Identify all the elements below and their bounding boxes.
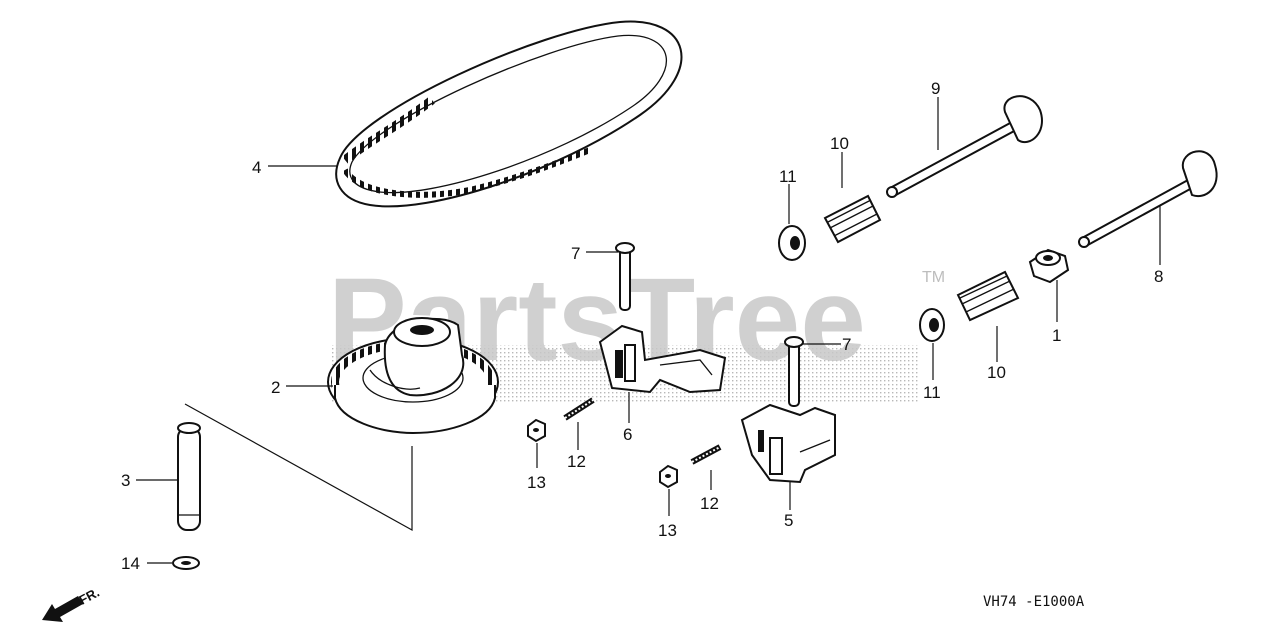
watermark-trademark: TM — [922, 269, 945, 286]
rocker-arm-part-5 — [740, 403, 836, 484]
callout-12-right: 12 — [700, 494, 719, 513]
callout-12-left: 12 — [567, 452, 586, 471]
callout-11-top: 11 — [779, 167, 797, 186]
callout-11-bottom: 11 — [923, 383, 941, 402]
timing-belt-part — [335, 20, 683, 208]
spring-retainer-part-b — [919, 308, 945, 342]
callout-7-top: 7 — [571, 244, 580, 263]
callout-2: 2 — [271, 378, 280, 397]
lock-nut-part-a — [527, 418, 546, 443]
lock-nut-part-b — [659, 464, 678, 489]
spring-retainer-part-a — [778, 225, 806, 261]
valve-spring-part-a — [823, 194, 882, 244]
callout-7-right: 7 — [842, 335, 851, 354]
callout-1: 1 — [1052, 326, 1061, 345]
rocker-pin-part-a — [615, 242, 635, 311]
callout-10-top: 10 — [830, 134, 849, 153]
callout-13-right: 13 — [658, 521, 677, 540]
leader-lines — [136, 97, 1161, 564]
callout-9: 9 — [931, 79, 940, 98]
valve-stem-seal-part — [1028, 248, 1070, 284]
adjusting-screw-part-b — [690, 444, 722, 465]
valve-part-9 — [886, 95, 1043, 198]
adjusting-screw-part-a — [563, 397, 595, 421]
callout-14: 14 — [121, 554, 140, 573]
camshaft-pin-part — [177, 403, 413, 532]
front-direction-indicator: FR. — [42, 585, 102, 622]
diagram-code: VH74 -E1000A — [983, 594, 1085, 610]
valve-spring-part-b — [956, 270, 1020, 322]
callout-8: 8 — [1154, 267, 1163, 286]
callout-10-bottom: 10 — [987, 363, 1006, 382]
washer-part — [172, 556, 200, 570]
callout-13-left: 13 — [527, 473, 546, 492]
rocker-pin-part-b — [784, 336, 804, 407]
rocker-arm-part-6 — [598, 324, 727, 394]
callout-4: 4 — [252, 158, 261, 177]
valve-part-8 — [1078, 150, 1218, 248]
front-arrow-icon — [42, 596, 83, 622]
callout-3: 3 — [121, 471, 130, 490]
callout-5: 5 — [784, 511, 793, 530]
callout-6: 6 — [623, 425, 632, 444]
camshaft-gear-part — [327, 317, 499, 435]
